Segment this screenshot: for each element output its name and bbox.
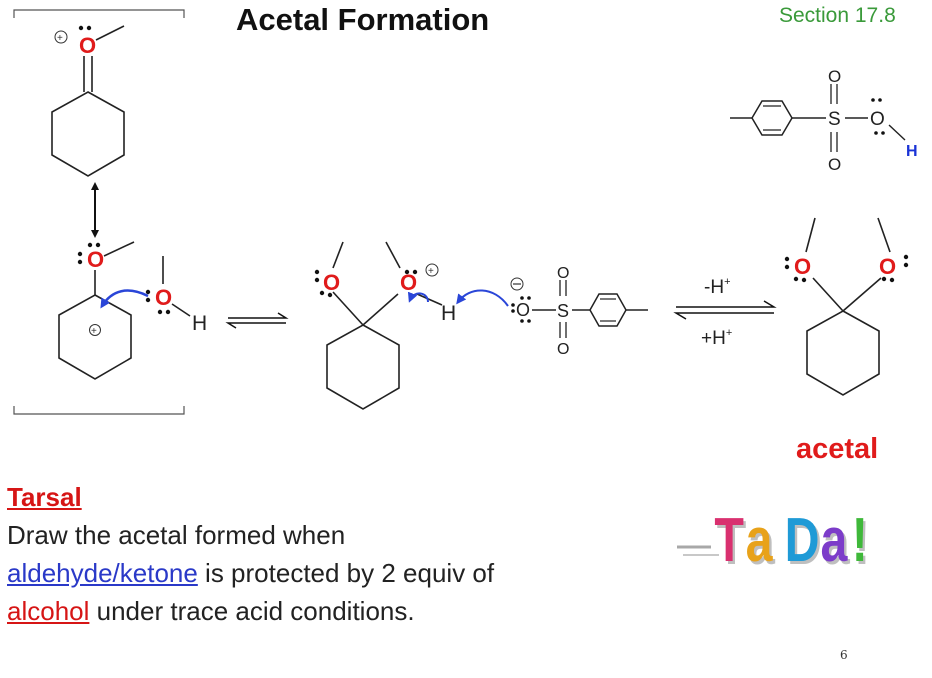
carbocation-structure: O + [58, 241, 135, 380]
protonated-intermediate: O O H + [314, 241, 456, 410]
svg-text:H: H [192, 312, 207, 335]
svg-text:O: O [323, 270, 340, 295]
exercise-text: Draw the acetal formed when [7, 520, 346, 550]
svg-text:+: + [57, 33, 63, 44]
acidic-hydrogen: H [906, 143, 918, 160]
svg-text:O: O [557, 265, 569, 282]
svg-text:S: S [557, 301, 569, 321]
svg-text:H: H [441, 302, 456, 325]
tada-letter: a [821, 505, 849, 574]
svg-text:a: a [823, 508, 851, 575]
slide-title: Acetal Formation [236, 2, 490, 37]
resonance-bracket [13, 9, 185, 415]
oxocarbenium-structure: O + [51, 25, 125, 177]
svg-text:S: S [828, 109, 841, 130]
equilibrium-arrow-conditions [673, 300, 777, 320]
positive-charge-icon [425, 263, 439, 277]
condition-plus-proton: +H+ [701, 327, 732, 349]
exercise-text: is protected by 2 equiv of [197, 558, 495, 588]
svg-text:O: O [155, 285, 172, 310]
deprotonation-arrow [456, 289, 509, 307]
nucleophilic-attack-arrow [100, 289, 149, 309]
exercise-heading: Tarsal [7, 482, 82, 512]
svg-text:O: O [879, 254, 896, 279]
svg-text:O: O [828, 67, 841, 86]
svg-text:O: O [794, 254, 811, 279]
equilibrium-arrow [225, 312, 289, 329]
product-label: acetal [796, 433, 879, 465]
tada-letter: ! [852, 505, 868, 574]
positive-charge-icon [89, 324, 101, 336]
exercise-block: Tarsal Draw the acetal formed when aldeh… [7, 478, 667, 630]
svg-text:D: D [787, 508, 822, 575]
svg-text:O: O [400, 270, 417, 295]
electron-push-arrow [407, 291, 429, 303]
aldehyde-ketone-link[interactable]: aldehyde/ketone [7, 558, 198, 588]
methanol-molecule: O H [145, 256, 207, 335]
svg-text:a: a [748, 508, 776, 575]
tada-wordart: T T a a D D a a ! ! [677, 505, 870, 575]
svg-text:T: T [717, 508, 747, 575]
svg-text:O: O [828, 155, 841, 174]
negative-charge-icon [510, 277, 524, 291]
svg-text:+: + [428, 266, 434, 277]
oxygen-atom: O [79, 33, 96, 58]
acetal-product: O O [784, 217, 909, 396]
tsoh-catalyst: S O O O H [730, 67, 918, 174]
mechanism-scheme: O + O + O H O O H [13, 9, 918, 415]
oxygen-atom: O [87, 247, 104, 272]
svg-text:O: O [557, 341, 569, 358]
svg-text:!: ! [854, 508, 870, 575]
tada-letter: T [714, 505, 744, 574]
exercise-text: under trace acid conditions. [89, 596, 415, 626]
svg-text:O: O [516, 300, 530, 320]
tada-letter: D [785, 505, 820, 574]
svg-text:O: O [870, 109, 885, 130]
condition-minus-proton: -H+ [704, 276, 731, 298]
section-label: Section 17.8 [779, 4, 896, 27]
tada-letter: a [746, 505, 774, 574]
alcohol-link[interactable]: alcohol [7, 596, 90, 626]
positive-charge-icon [54, 30, 68, 44]
page-number: 6 [840, 648, 848, 662]
svg-text:+: + [91, 326, 97, 337]
tosylate-base: O S O O [510, 265, 648, 358]
